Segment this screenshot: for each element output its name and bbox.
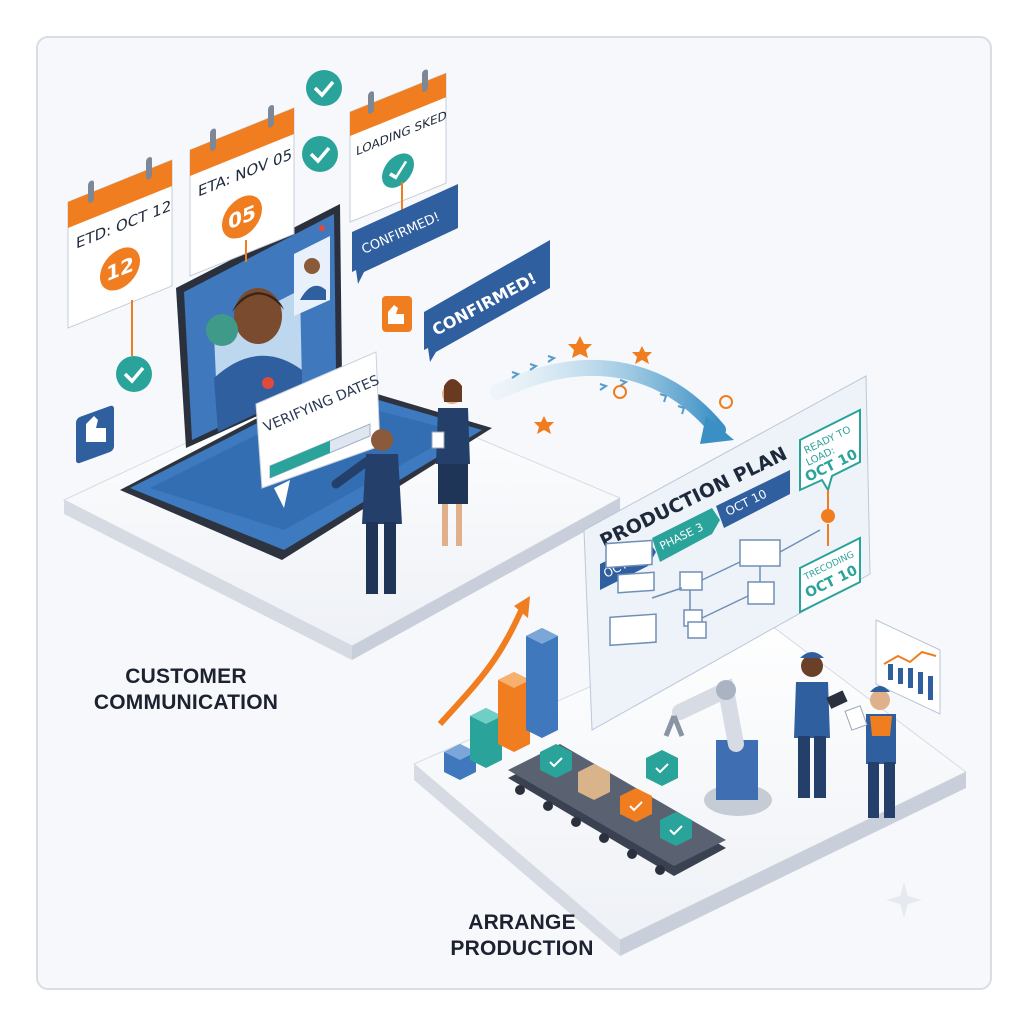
check-bubbles [116, 70, 342, 392]
bar [470, 708, 502, 768]
caption-arrange-line2: PRODUCTION [450, 937, 594, 960]
person-businessman [331, 429, 402, 594]
growth-bar-chart [437, 596, 558, 780]
check-icon [116, 356, 152, 392]
package-box [540, 744, 572, 778]
sparkle-icon [886, 882, 922, 918]
bar [498, 672, 530, 752]
flowchart-nodes [605, 539, 781, 647]
package-box [620, 788, 652, 822]
calendar-loading: LOADING SKED [349, 69, 447, 223]
calendar-eta: ETA: NOV 05 05 [189, 105, 295, 277]
conveyor-belt [508, 744, 726, 876]
robotic-arm [646, 678, 772, 816]
confirmed-bubble-2: CONFIRMED! [424, 240, 550, 362]
thumbs-up-icon [382, 296, 412, 332]
check-icon [306, 70, 342, 106]
worker-clipboard [844, 686, 896, 818]
caller-head [234, 288, 282, 344]
person-businesswoman [431, 379, 470, 546]
caption-customer-communication: CUSTOMER COMMUNICATION [66, 664, 306, 716]
caption-arrange-production: ARRANGE PRODUCTION [412, 910, 632, 962]
caption-customer-line2: COMMUNICATION [93, 691, 279, 714]
thumbs-up-icon [76, 405, 114, 464]
check-icon [302, 136, 338, 172]
worker-tablet [794, 652, 848, 798]
end-call-icon[interactable] [262, 377, 274, 389]
bar [526, 628, 558, 738]
verifying-progress-bar [270, 440, 330, 478]
globe-icon [206, 314, 238, 346]
caption-arrange-line1: ARRANGE [468, 911, 576, 934]
caption-customer-line1: CUSTOMER [125, 665, 247, 688]
calendar-connectors [131, 182, 403, 356]
calendar-etd: ETD: OCT 12 12 [67, 157, 173, 329]
flow-arrow [490, 336, 734, 444]
trend-chart-panel [875, 619, 941, 715]
bar [444, 744, 476, 780]
package-box [660, 812, 692, 846]
package-box [646, 750, 678, 786]
package-box [578, 764, 610, 800]
